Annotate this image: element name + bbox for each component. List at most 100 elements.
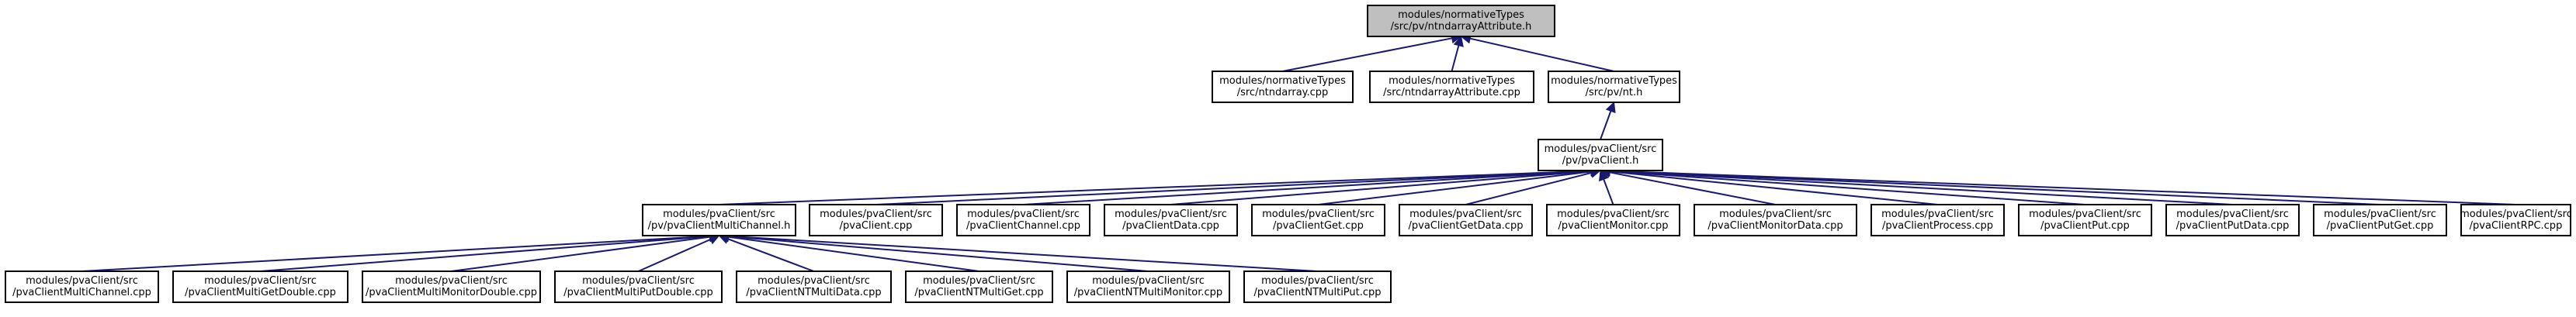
node-box[interactable] (1694, 204, 1857, 236)
node-multimonitordouble_cpp[interactable]: modules/pvaClient/src/pvaClientMultiMoni… (362, 270, 541, 303)
edge-monitordata_cpp-to-pvaclient_h (1609, 171, 1776, 205)
node-ntattr_h[interactable]: modules/normativeTypes/src/pv/ntndarrayA… (1367, 5, 1555, 37)
node-label-line: modules/pvaClient/src (2029, 208, 2141, 220)
edge-monitor_cpp-to-pvaclient_h (1603, 178, 1614, 205)
node-label-line: modules/pvaClient/src (582, 275, 695, 287)
node-process_cpp[interactable]: modules/pvaClient/src/pvaClientProcess.c… (1870, 204, 2005, 236)
node-label-line: /pvaClientMultiPutDouble.cpp (563, 287, 713, 298)
node-label-line: /pvaClientNTMultiData.cpp (746, 287, 881, 298)
node-data_cpp[interactable]: modules/pvaClient/src/pvaClientData.cpp (1104, 204, 1238, 236)
node-box[interactable] (172, 270, 348, 303)
node-label-line: modules/normativeTypes (1389, 75, 1515, 87)
node-box[interactable] (1243, 270, 1392, 303)
node-label-line: /src/ntndarrayAttribute.cpp (1383, 87, 1520, 98)
node-box[interactable] (1251, 204, 1385, 236)
node-ntmultidata_cpp[interactable]: modules/pvaClient/src/pvaClientNTMultiDa… (736, 270, 892, 303)
node-ntmultiget_cpp[interactable]: modules/pvaClient/src/pvaClientNTMultiGe… (905, 270, 1053, 303)
node-label-line: /pvaClientData.cpp (1122, 220, 1219, 232)
node-nt_h[interactable]: modules/normativeTypes/src/pv/nt.h (1548, 71, 1680, 103)
node-box[interactable] (554, 270, 723, 303)
arrowhead-multiputdouble_cpp-to-multichannel_h (708, 234, 720, 245)
node-label-line: /pvaClientPut.cpp (2040, 220, 2130, 232)
node-channel_cpp[interactable]: modules/pvaClient/src/pvaClientChannel.c… (956, 204, 1090, 236)
node-label-line: modules/normativeTypes (1398, 9, 1524, 21)
node-box[interactable] (1538, 139, 1663, 171)
edge-ntmultidata_cpp-to-multichannel_h (727, 238, 814, 272)
edge-ntndarrayattr_cpp-to-ntattr_h (1451, 45, 1460, 72)
node-multichannel_cpp[interactable]: modules/pvaClient/src/pvaClientMultiChan… (5, 270, 159, 303)
edge-ntmultimonitor_cpp-to-multichannel_h (728, 235, 1149, 272)
edge-multiputdouble_cpp-to-multichannel_h (638, 238, 711, 272)
edge-multichannel_cpp-to-multichannel_h (81, 235, 710, 272)
edge-multimonitordouble_cpp-to-multichannel_h (451, 236, 710, 272)
node-ntndarrayattr_cpp[interactable]: modules/normativeTypes/src/ntndarrayAttr… (1369, 71, 1534, 103)
node-box[interactable] (642, 204, 796, 236)
node-label-line: /src/pv/nt.h (1586, 87, 1643, 98)
node-label-line: /pvaClientMultiMonitorDouble.cpp (366, 287, 537, 298)
arrowhead-pvaclient_h-to-nt_h (1605, 101, 1616, 114)
node-label-line: /src/ntndarray.cpp (1237, 87, 1329, 98)
node-box[interactable] (1546, 204, 1680, 236)
node-ntmultiput_cpp[interactable]: modules/pvaClient/src/pvaClientNTMultiPu… (1243, 270, 1392, 303)
node-putdata_cpp[interactable]: modules/pvaClient/src/pvaClientPutData.c… (2165, 204, 2300, 236)
edge-putdata_cpp-to-pvaclient_h (1609, 170, 2233, 205)
node-label-line: /pvaClientChannel.cpp (966, 220, 1080, 232)
node-label-line: modules/pvaClient/src (1092, 275, 1205, 287)
node-label-line: /pvaClient.cpp (840, 220, 913, 232)
graph-nodes: modules/normativeTypes/src/pv/ntndarrayA… (5, 5, 2572, 303)
node-get_cpp[interactable]: modules/pvaClient/src/pvaClientGet.cpp (1251, 204, 1385, 236)
node-multigetdouble_cpp[interactable]: modules/pvaClient/src/pvaClientMultiGetD… (172, 270, 348, 303)
node-label-line: modules/pvaClient/src (1545, 143, 1657, 155)
node-label-line: /pvaClientMultiChannel.cpp (12, 287, 151, 298)
node-label-line: modules/pvaClient/src (2460, 208, 2572, 220)
edge-ntndarray_cpp-to-ntattr_h (1282, 37, 1452, 72)
node-box[interactable] (1548, 71, 1680, 103)
node-box[interactable] (2460, 204, 2571, 236)
edge-ntmultiget_cpp-to-multichannel_h (728, 236, 979, 272)
node-box[interactable] (1212, 71, 1354, 103)
node-label-line: modules/pvaClient/src (820, 208, 932, 220)
node-label-line: /pvaClientNTMultiGet.cpp (914, 287, 1043, 298)
node-box[interactable] (905, 270, 1053, 303)
node-label-line: modules/pvaClient/src (923, 275, 1035, 287)
graph-edges (81, 33, 2516, 272)
node-ntndarray_cpp[interactable]: modules/normativeTypes/src/ntndarray.cpp (1212, 71, 1354, 103)
node-multiputdouble_cpp[interactable]: modules/pvaClient/src/pvaClientMultiPutD… (554, 270, 723, 303)
edge-put_cpp-to-pvaclient_h (1609, 170, 2085, 205)
node-label-line: modules/normativeTypes (1551, 75, 1677, 87)
node-label-line: /pv/pvaClient.h (1562, 155, 1639, 167)
node-pvaclient_cpp[interactable]: modules/pvaClient/src/pvaClient.cpp (809, 204, 943, 236)
node-multichannel_h[interactable]: modules/pvaClient/src/pv/pvaClientMultiC… (642, 204, 796, 236)
node-pvaclient_h[interactable]: modules/pvaClient/src/pv/pvaClient.h (1538, 139, 1663, 171)
edge-ntmultiput_cpp-to-multichannel_h (728, 235, 1318, 272)
node-getdata_cpp[interactable]: modules/pvaClient/src/pvaClientGetData.c… (1399, 204, 1533, 236)
arrowhead-monitor_cpp-to-pvaclient_h (1599, 169, 1609, 182)
node-box[interactable] (362, 270, 541, 303)
node-box[interactable] (2313, 204, 2447, 236)
edge-channel_cpp-to-pvaclient_h (1023, 170, 1592, 205)
node-box[interactable] (5, 270, 159, 303)
node-box[interactable] (1066, 270, 1230, 303)
node-box[interactable] (956, 204, 1090, 236)
node-box[interactable] (2018, 204, 2152, 236)
node-ntmultimonitor_cpp[interactable]: modules/pvaClient/src/pvaClientNTMultiMo… (1066, 270, 1230, 303)
node-monitordata_cpp[interactable]: modules/pvaClient/src/pvaClientMonitorDa… (1694, 204, 1857, 236)
edge-process_cpp-to-pvaclient_h (1609, 171, 1938, 205)
node-label-line: /pvaClientGet.cpp (1273, 220, 1364, 232)
node-label-line: modules/pvaClient/src (1557, 208, 1669, 220)
node-box[interactable] (1399, 204, 1533, 236)
node-box[interactable] (1870, 204, 2005, 236)
node-monitor_cpp[interactable]: modules/pvaClient/src/pvaClientMonitor.c… (1546, 204, 1680, 236)
node-label-line: modules/pvaClient/src (1881, 208, 1994, 220)
node-box[interactable] (1104, 204, 1238, 236)
node-box[interactable] (1369, 71, 1534, 103)
node-box[interactable] (2165, 204, 2300, 236)
node-put_cpp[interactable]: modules/pvaClient/src/pvaClientPut.cpp (2018, 204, 2152, 236)
node-rpc_cpp[interactable]: modules/pvaClient/src/pvaClientRPC.cpp (2460, 204, 2572, 236)
node-label-line: /pvaClientRPC.cpp (2470, 220, 2563, 232)
node-label-line: modules/pvaClient/src (1409, 208, 1522, 220)
node-box[interactable] (1367, 5, 1555, 37)
node-putget_cpp[interactable]: modules/pvaClient/src/pvaClientPutGet.cp… (2313, 204, 2447, 236)
node-box[interactable] (736, 270, 892, 303)
node-box[interactable] (809, 204, 943, 236)
